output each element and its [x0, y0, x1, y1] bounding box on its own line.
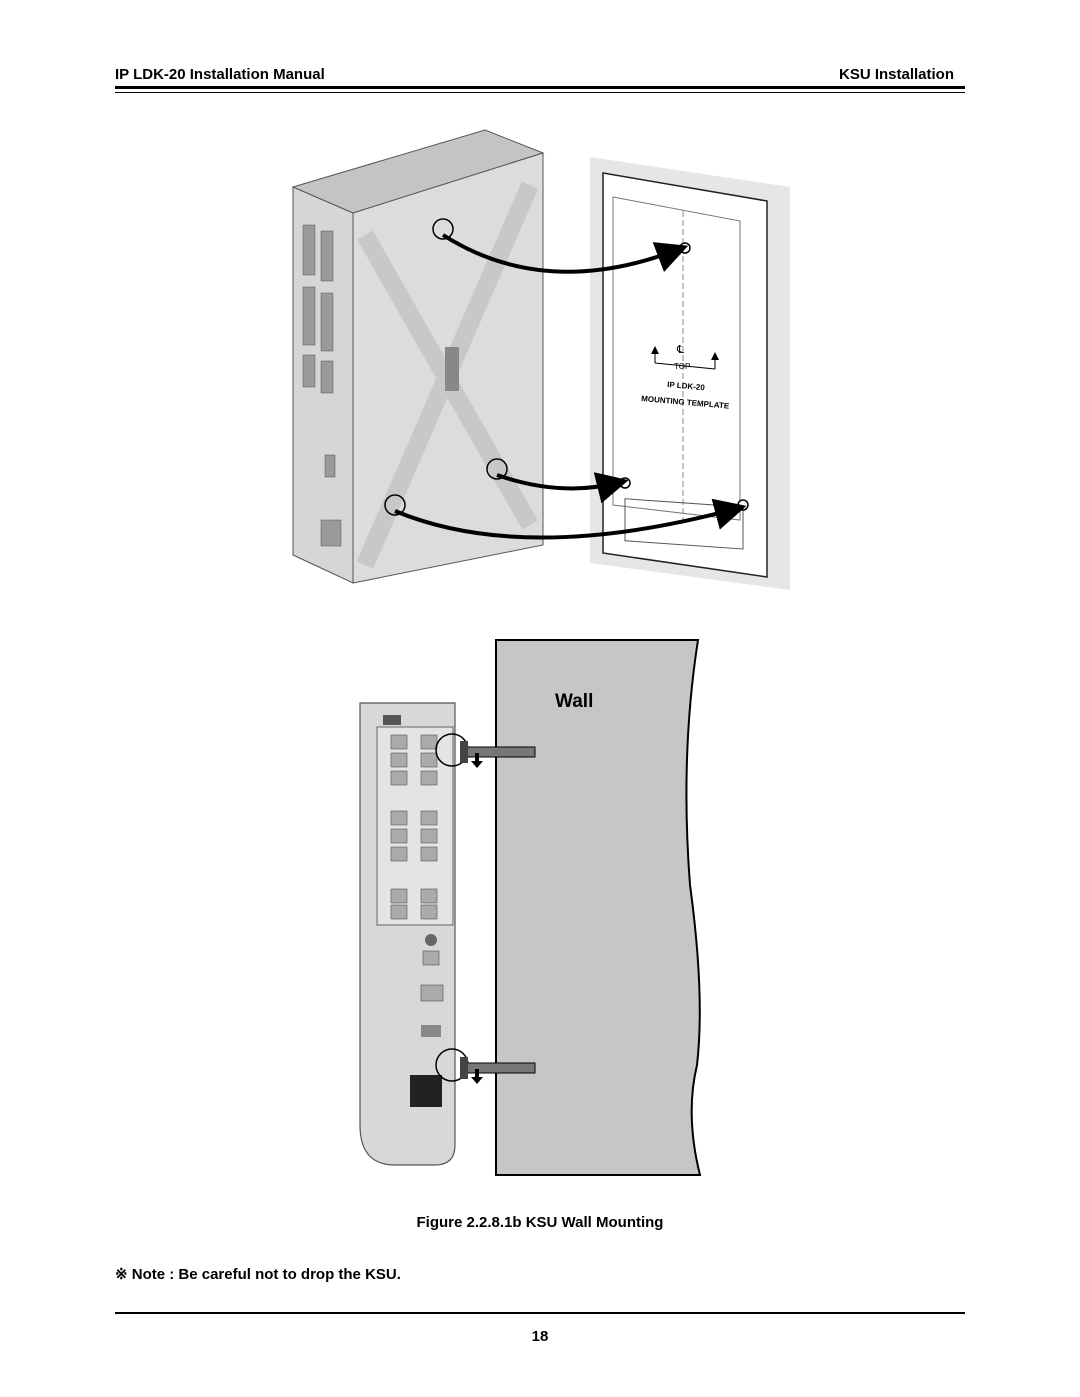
- wall-label: Wall: [555, 691, 593, 712]
- header-manual-title: IP LDK-20 Installation Manual: [115, 66, 325, 83]
- header-rule-thick: [115, 86, 965, 89]
- template-screw-hole-right: [737, 499, 749, 511]
- header-section-title: KSU Installation: [838, 66, 954, 83]
- mounting-template-sheet: [602, 172, 768, 578]
- upper-wall-screw: [460, 741, 536, 768]
- arrow-to-right-hole: [394, 498, 747, 540]
- arrow-to-left-hole: [496, 472, 629, 504]
- caution-note: ※ Note : Be careful not to drop the KSU.: [115, 1266, 401, 1283]
- template-centerline-mark: ℄: [676, 344, 684, 356]
- ksu-mounting-template-illustration: ℄ TOP IP LDK-20 MOUNTING TEMPLATE: [291, 129, 790, 590]
- ksu-power-inlet: [410, 1075, 442, 1107]
- ksu-mount-hole-top: [432, 218, 454, 240]
- header-rule-thin: [115, 92, 965, 93]
- footer-rule: [115, 1312, 965, 1314]
- ksu-side-port-columns: [302, 224, 342, 547]
- ksu-rj45-ports: [390, 734, 438, 920]
- page-number: 18: [531, 1328, 549, 1345]
- wall-section: [495, 639, 702, 1176]
- template-screw-hole-top: [679, 242, 691, 254]
- arrow-to-top-hole: [441, 233, 689, 274]
- ksu-port-panel: [376, 726, 454, 926]
- template-top-label: TOP: [674, 362, 690, 371]
- ksu-back-label: [445, 347, 459, 391]
- ksu-wall-hung-illustration: Wall: [359, 639, 702, 1176]
- lower-wall-screw: [460, 1057, 536, 1084]
- ksu-mount-hole-bottom: [384, 494, 406, 516]
- template-screw-hole-left: [619, 477, 631, 489]
- template-title: IP LDK-20: [667, 380, 706, 392]
- ksu-mount-hole-mid: [486, 458, 508, 480]
- figure-caption: Figure 2.2.8.1b KSU Wall Mounting: [416, 1214, 664, 1231]
